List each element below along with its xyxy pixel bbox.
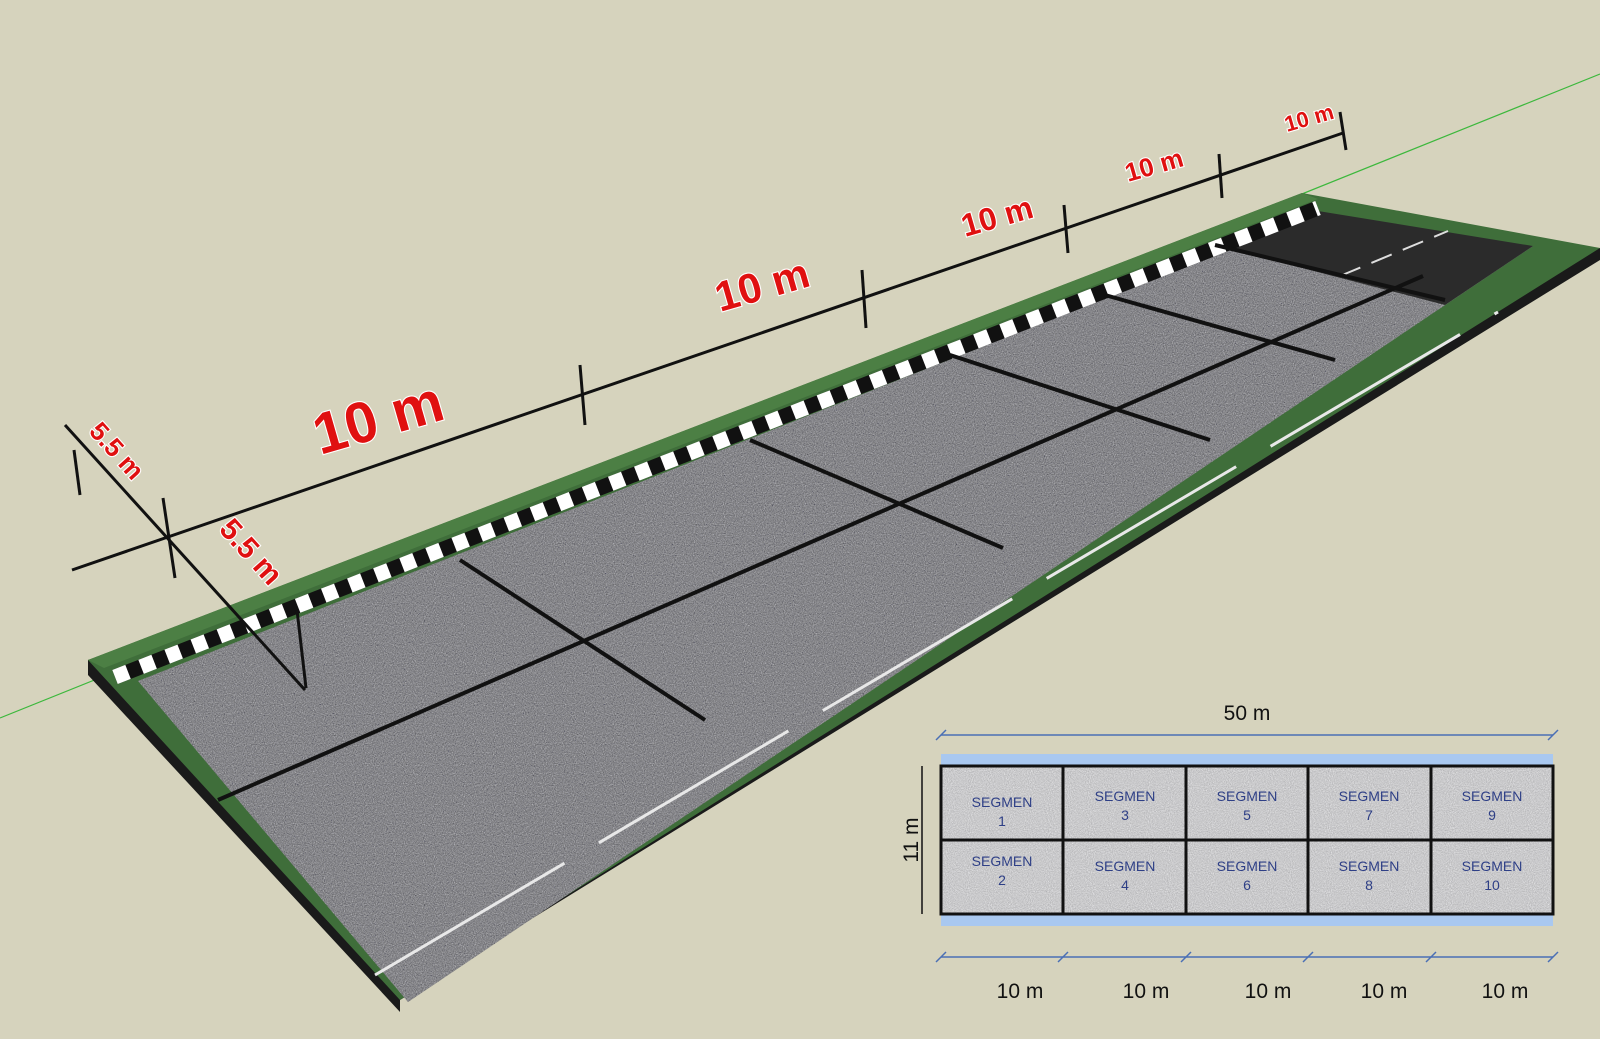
segment-label-4: SEGMEN xyxy=(1095,858,1156,874)
length-label-1: 10 m xyxy=(306,369,451,468)
segment-label-5: SEGMEN xyxy=(1217,788,1278,804)
near-edge-line xyxy=(374,310,1499,977)
segment-label-9: SEGMEN xyxy=(1462,788,1523,804)
plan-edge-top xyxy=(941,754,1553,766)
segment-label-8: SEGMEN xyxy=(1339,858,1400,874)
length-label-4: 10 m xyxy=(1121,143,1186,188)
width-label-2: 5.5 m xyxy=(213,513,289,592)
segment-number-5: 5 xyxy=(1243,807,1251,823)
segment-label-2: SEGMEN xyxy=(972,853,1033,869)
segment-label-1: SEGMEN xyxy=(972,794,1033,810)
segment-number-3: 3 xyxy=(1121,807,1129,823)
kerb-stripe-white xyxy=(112,201,1321,684)
segment-label-6: SEGMEN xyxy=(1217,858,1278,874)
segment-label-3: SEGMEN xyxy=(1095,788,1156,804)
plan-view: 50 m 11 m SEGMEN 1 SEGMEN 3 xyxy=(900,702,1559,1003)
segment-number-1: 1 xyxy=(998,813,1006,829)
plan-segments-top: SEGMEN 1 SEGMEN 3 SEGMEN 5 SEGMEN 7 SEGM… xyxy=(972,788,1523,829)
plan-total-length-label: 50 m xyxy=(1224,702,1271,725)
dark-lane-line xyxy=(1339,230,1449,277)
segment-number-2: 2 xyxy=(998,872,1006,888)
length-label-5: 10 m xyxy=(1281,99,1336,137)
segment-length-label-5: 10 m xyxy=(1482,980,1529,1003)
width-label-1: 5.5 m xyxy=(84,416,151,485)
segment-number-4: 4 xyxy=(1121,877,1129,893)
segment-number-10: 10 xyxy=(1484,877,1500,893)
plan-width-label: 11 m xyxy=(900,817,923,862)
segment-length-label-4: 10 m xyxy=(1361,980,1408,1003)
segment-label-7: SEGMEN xyxy=(1339,788,1400,804)
plan-bottom-ticks xyxy=(935,951,1559,963)
plan-edge-bottom xyxy=(941,914,1553,926)
length-label-3: 10 m xyxy=(957,189,1037,244)
segment-label-10: SEGMEN xyxy=(1462,858,1523,874)
segment-number-6: 6 xyxy=(1243,877,1251,893)
plan-segments-bottom: SEGMEN 2 SEGMEN 4 SEGMEN 6 SEGMEN 8 SEGM… xyxy=(972,853,1523,893)
segment-number-9: 9 xyxy=(1488,807,1496,823)
plan-grid xyxy=(939,764,1555,916)
dimension-lines xyxy=(63,111,1348,692)
segment-number-8: 8 xyxy=(1365,877,1373,893)
road-grass-far-edge xyxy=(88,193,1318,668)
segment-grid xyxy=(217,243,1446,802)
segment-length-label-3: 10 m xyxy=(1245,980,1292,1003)
segment-number-7: 7 xyxy=(1365,807,1373,823)
segment-length-label-2: 10 m xyxy=(1123,980,1170,1003)
plan-segment-length-labels: 10 m 10 m 10 m 10 m 10 m xyxy=(997,980,1529,1003)
length-label-2: 10 m xyxy=(710,249,815,321)
segment-length-label-1: 10 m xyxy=(997,980,1044,1003)
plan-top-ticks xyxy=(935,729,1559,741)
